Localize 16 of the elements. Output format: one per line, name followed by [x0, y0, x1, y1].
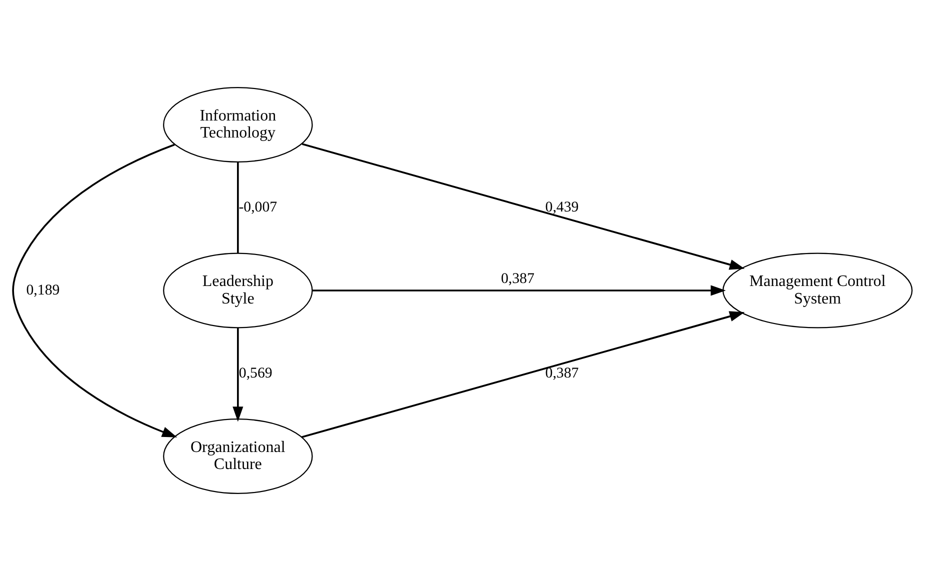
arrow: [312, 285, 726, 296]
connector: [237, 162, 239, 254]
edge-label: 0,569: [238, 365, 272, 382]
edge-label: 0,387: [500, 270, 534, 287]
node-ellipse: Leadership Style: [163, 252, 313, 328]
arrow: [302, 311, 745, 438]
node-ellipse: Management Control System: [722, 252, 913, 328]
edge-label: 0,439: [545, 200, 579, 216]
edge-label: -0,007: [238, 200, 278, 216]
arrow: [232, 328, 244, 422]
arrow: [302, 143, 745, 270]
edge-label: 0,189: [26, 282, 60, 298]
node-ellipse: Organizational Culture: [163, 418, 313, 494]
arrow: [12, 144, 178, 438]
edge-label: 0,387: [545, 365, 579, 382]
node-ellipse: Information Technology: [163, 87, 313, 162]
